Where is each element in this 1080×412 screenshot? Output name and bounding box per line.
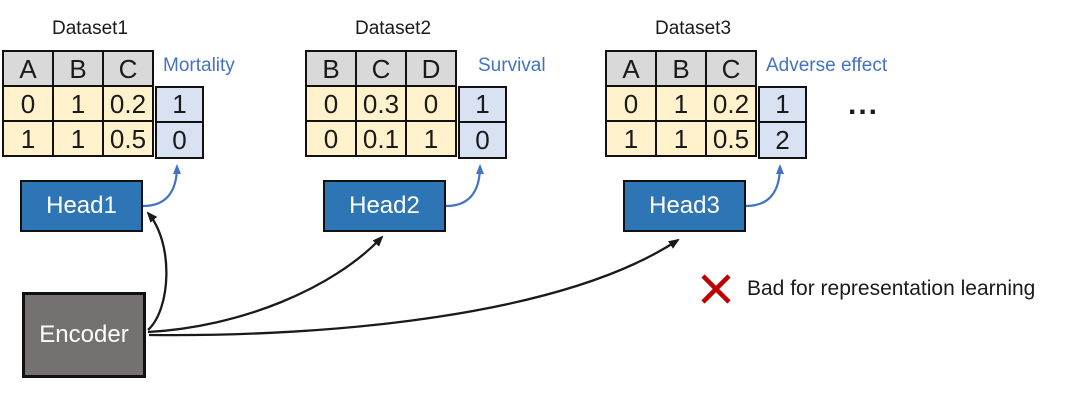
table-cell: 1 (605, 120, 657, 157)
head2-box: Head2 (323, 180, 446, 232)
table-header-cell: C (102, 50, 154, 87)
table-header-cell: B (52, 50, 104, 87)
dataset2-title: Dataset2 (354, 18, 432, 39)
dataset1-title: Dataset1 (51, 18, 129, 39)
table-cell: 0.5 (705, 120, 757, 157)
dataset1-table: A B C 0 1 0.2 1 1 0.5 (2, 50, 154, 157)
table-header-cell: B (655, 50, 707, 87)
table-cell: 1 (655, 120, 707, 157)
label-cell: 0 (458, 121, 507, 159)
table-header-cell: D (405, 50, 457, 87)
table-cell: 1 (655, 85, 707, 122)
head3-box: Head3 (623, 180, 746, 232)
dataset1-group: Dataset1 A B C 0 1 0.2 1 1 0.5 1 0 Morta… (0, 0, 235, 240)
dataset3-task-label: Adverse effect (766, 55, 888, 76)
table-cell: 1 (52, 120, 104, 157)
table-cell: 0.5 (102, 120, 154, 157)
dataset2-group: Dataset2 B C D 0 0.3 0 0 0.1 1 1 0 Survi… (303, 0, 546, 240)
dataset1-task-label: Mortality (163, 55, 235, 76)
table-cell: 0.3 (355, 85, 407, 122)
encoder-to-head3-arrow (148, 238, 680, 337)
table-header-cell: A (2, 50, 54, 87)
ellipsis-dots: ... (848, 88, 880, 121)
label-cell: 1 (758, 85, 807, 124)
table-cell: 1 (405, 120, 457, 157)
encoder-box: Encoder (22, 292, 146, 378)
dataset2-label-column: 1 0 (458, 85, 507, 159)
dataset2-task-label: Survival (478, 55, 546, 76)
table-cell: 0.1 (355, 120, 407, 157)
table-header-cell: A (605, 50, 657, 87)
table-cell: 1 (2, 120, 54, 157)
annotation-text: Bad for representation learning (747, 277, 1036, 300)
label-cell: 1 (458, 85, 507, 124)
table-header-cell: B (305, 50, 357, 87)
dataset2-table: B C D 0 0.3 0 0 0.1 1 (305, 50, 457, 157)
table-cell: 0 (305, 85, 357, 122)
table-cell: 0 (405, 85, 457, 122)
label-cell: 0 (155, 121, 204, 159)
table-cell: 0 (605, 85, 657, 122)
label-cell: 1 (155, 85, 204, 124)
label-cell: 2 (758, 121, 807, 159)
dataset3-label-column: 1 2 (758, 85, 807, 159)
table-cell: 0 (305, 120, 357, 157)
encoder-to-head2-arrow (147, 235, 384, 334)
head1-box: Head1 (20, 180, 143, 232)
table-cell: 0.2 (705, 85, 757, 122)
dataset3-group: Dataset3 A B C 0 1 0.2 1 1 0.5 1 2 Adver… (603, 0, 887, 240)
annotation: Bad for representation learning (699, 272, 1035, 306)
table-cell: 1 (52, 85, 104, 122)
table-header-cell: C (705, 50, 757, 87)
table-cell: 0.2 (102, 85, 154, 122)
dataset3-table: A B C 0 1 0.2 1 1 0.5 (605, 50, 757, 157)
red-cross-icon (701, 274, 731, 304)
dataset1-label-column: 1 0 (155, 85, 204, 159)
table-header-cell: C (355, 50, 407, 87)
table-cell: 0 (2, 85, 54, 122)
dataset3-title: Dataset3 (654, 18, 732, 39)
